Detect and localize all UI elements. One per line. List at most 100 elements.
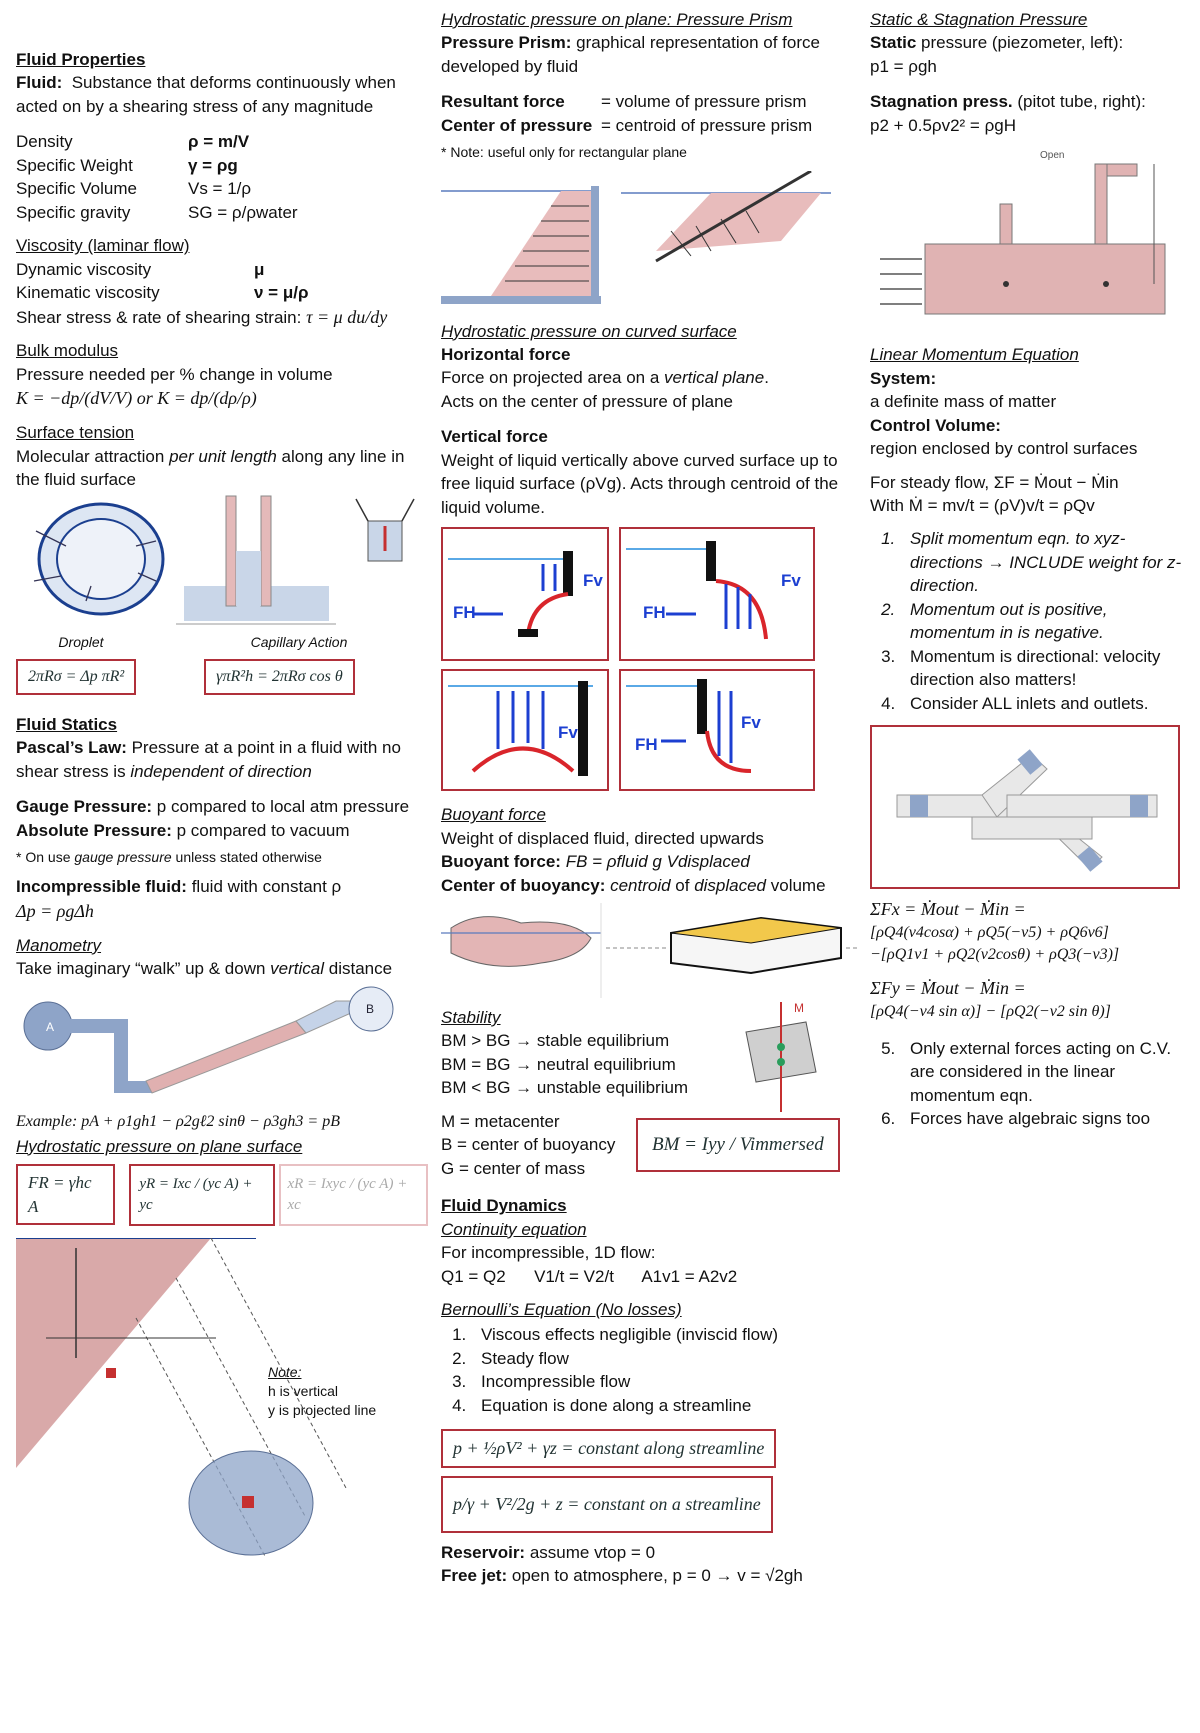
stability-heading: Stability [441, 1008, 501, 1028]
pressure-prism-heading: Hydrostatic pressure on plane: Pressure … [441, 10, 793, 29]
system-desc: a definite mass of matter [870, 392, 1057, 412]
viscosity-heading: Viscosity (laminar flow) [16, 236, 190, 256]
reservoir-note: Reservoir: assume vtop = 0 [441, 1542, 656, 1562]
system-label: System: [870, 368, 937, 388]
curved-fig-3: Fv [441, 669, 609, 792]
center-pressure-row: Center of pressure= centroid of pressure… [441, 115, 813, 135]
plane-note: Note: h is vertical y is projected line [268, 1363, 377, 1419]
bulk-modulus-heading: Bulk modulus [16, 341, 119, 361]
momentum-y-eq: ΣFy = Ṁout − Ṁin = [ρQ4(−v4 sin α)] − [ρ… [870, 978, 1111, 1020]
capillary-formula: γπR²h = 2πRσ cos θ [204, 658, 355, 695]
curved-fig-4: Fv FH [619, 669, 815, 792]
surface-formulas: 2πRσ = Δp πR² γπR²h = 2πRσ cos θ [16, 658, 428, 695]
steady-flow-eq: For steady flow, ΣF = Ṁout − Ṁin [870, 472, 1119, 492]
buoyant-force-heading: Buoyant force [441, 805, 546, 825]
surface-tension-heading: Surface tension [16, 423, 135, 443]
manometry-desc: Take imaginary “walk” up & down vertical… [16, 959, 393, 979]
pascal-law: Pascal’s Law: Pressure at a point in a f… [16, 738, 401, 781]
momentum-steps: Split momentum eqn. to xyz-directions → … [870, 527, 1190, 715]
surface-tension-figure [33, 495, 415, 625]
plane-surface-heading: Hydrostatic pressure on plane surface [16, 1136, 303, 1156]
horizontal-force-desc2: Acts on the center of pressure of plane [441, 391, 734, 411]
pitot-figure: Open [870, 149, 1190, 329]
continuity-desc: For incompressible, 1D flow: [441, 1243, 656, 1263]
stagnation-pressure-desc: Stagnation press. (pitot tube, right): [870, 92, 1146, 112]
svg-text:M: M [794, 1001, 804, 1015]
droplet-formula: 2πRσ = Δp πR² [16, 658, 137, 695]
bern-item-4: Equation is done along a streamline [471, 1394, 859, 1417]
incompressible-formula: Δp = ρgΔh [16, 900, 94, 921]
vertical-force-label: Vertical force [441, 427, 548, 447]
curved-fig-1: Fv FH [441, 527, 609, 662]
plane-formulas: FR = γhc A yR = Ixc / (yc A) + yc xR = I… [16, 1164, 428, 1226]
prism-note: * Note: useful only for rectangular plan… [441, 144, 687, 161]
column-2: Hydrostatic pressure on plane: Pressure … [441, 8, 859, 1588]
bm-formula: BM = Iyy / Vimmersed [636, 1117, 840, 1173]
momentum-steps-2: Only external forces acting on C.V. are … [870, 1037, 1190, 1131]
def-buoyancy: B = center of buoyancy [441, 1135, 616, 1155]
bernoulli-assumptions: Viscous effects negligible (inviscid flo… [441, 1323, 859, 1417]
mass-flow-eq: With Ṁ = mv/t = (ρV)v/t = ρQv [870, 495, 1095, 515]
buoyancy-figure [441, 903, 859, 999]
yr-formula: yR = Ixc / (yc A) + yc [129, 1164, 276, 1226]
resultant-force-row: Resultant force= volume of pressure pris… [441, 92, 807, 112]
momentum-step-3: Momentum is directional: velocity direct… [900, 645, 1190, 692]
bulk-desc: Pressure needed per % change in volume [16, 364, 333, 384]
fluid-definition: Fluid: Substance that deforms continuous… [16, 73, 396, 116]
continuity-heading: Continuity equation [441, 1219, 587, 1239]
gauge-note: * On use gauge pressure unless stated ot… [16, 849, 322, 866]
bern-item-1: Viscous effects negligible (inviscid flo… [471, 1323, 859, 1346]
bern-item-3: Incompressible flow [471, 1370, 859, 1393]
stagnation-pressure-eq: p2 + 0.5ρv2² = ρgH [870, 115, 1016, 135]
incompressible-fluid: Incompressible fluid: fluid with constan… [16, 877, 342, 897]
horizontal-force-desc: Force on projected area on a vertical pl… [441, 368, 769, 388]
def-metacenter: M = metacenter [441, 1111, 560, 1131]
surface-captions: Droplet Capillary Action [16, 633, 428, 652]
control-volume-label: Control Volume: [870, 415, 1001, 435]
buoyant-desc: Weight of displaced fluid, directed upwa… [441, 828, 764, 848]
stability-defs: M = metacenter B = center of buoyancy G … [441, 1110, 859, 1180]
control-volume-desc: region enclosed by control surfaces [870, 439, 1138, 459]
static-pressure-desc: Static pressure (piezometer, left): [870, 33, 1124, 53]
bernoulli-heading: Bernoulli’s Equation (No losses) [441, 1300, 682, 1319]
def-mass: G = center of mass [441, 1158, 586, 1178]
momentum-step-4: Consider ALL inlets and outlets. [900, 692, 1190, 715]
gauge-pressure: Gauge Pressure: p compared to local atm … [16, 797, 410, 817]
xr-formula: xR = Ixyc / (yc A) + xc [279, 1164, 428, 1226]
bern-item-2: Steady flow [471, 1347, 859, 1370]
shear-stress-line: Shear stress & rate of shearing strain: … [16, 306, 388, 327]
static-pressure-eq: p1 = ρgh [870, 56, 937, 76]
stability-stable: BM > BG → stable equilibrium [441, 1031, 670, 1051]
stability-block: BM > BG → stable equilibrium BM = BG → n… [441, 1001, 859, 1113]
svg-text:A: A [46, 1020, 54, 1034]
absolute-pressure: Absolute Pressure: p compared to vacuum [16, 820, 350, 840]
curved-fig-2: Fv FH [619, 527, 815, 662]
curved-surface-figures: Fv FH Fv FH Fv Fv FH [441, 527, 859, 792]
free-jet-note: Free jet: open to atmosphere, p = 0 → v … [441, 1566, 803, 1586]
horizontal-force-label: Horizontal force [441, 345, 571, 365]
vertical-force-desc: Weight of liquid vertically above curved… [441, 450, 839, 517]
manometer-figure: A B [23, 986, 394, 1094]
bernoulli-formula-1: p + ½ρV² + γz = constant along streamlin… [441, 1429, 777, 1469]
bernoulli-formula-2: p/γ + V²/2g + z = constant on a streamli… [441, 1476, 773, 1533]
pressure-prism-def: Pressure Prism: graphical representation… [441, 33, 820, 76]
momentum-step-6: Forces have algebraic signs too [900, 1107, 1190, 1130]
droplet-caption: Droplet [58, 634, 104, 651]
momentum-step-5: Only external forces acting on C.V. are … [900, 1037, 1190, 1107]
pressure-prism-figure [441, 170, 831, 304]
capillary-caption: Capillary Action [250, 634, 348, 651]
fluid-dynamics-heading: Fluid Dynamics [441, 1196, 567, 1216]
fluid-statics-heading: Fluid Statics [16, 714, 118, 734]
static-stagnation-heading: Static & Stagnation Pressure [870, 10, 1088, 29]
momentum-step-2: Momentum out is positive, momentum in is… [900, 598, 1190, 645]
fluid-properties-heading: Fluid Properties [16, 50, 146, 69]
linear-momentum-heading: Linear Momentum Equation [870, 345, 1079, 365]
svg-text:B: B [366, 1002, 374, 1016]
